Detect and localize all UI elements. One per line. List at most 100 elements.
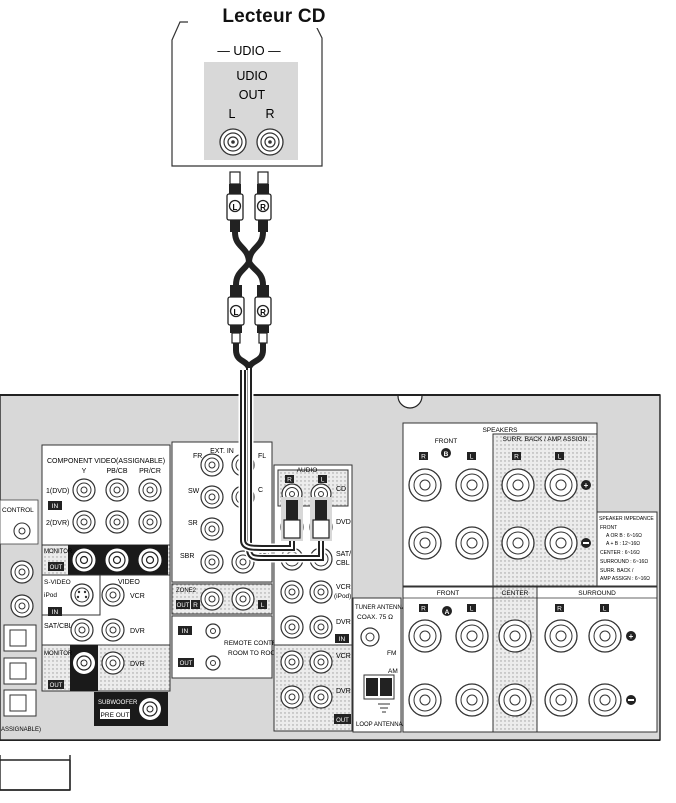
in-badge: IN bbox=[339, 636, 346, 643]
video-panel: S-VIDEO iPod VIDEO VCR IN SAT/CBL DVR MO… bbox=[41, 574, 171, 692]
plug-label: L bbox=[233, 203, 238, 212]
remote-label1: REMOTE CONTROL bbox=[224, 640, 286, 647]
out-badge: OUT bbox=[50, 683, 63, 689]
top-plug-right: R bbox=[254, 171, 272, 232]
r-badge: R bbox=[421, 606, 426, 613]
l-badge: L bbox=[470, 454, 474, 461]
zone2-panel: ZONE2 OUT R L bbox=[171, 583, 273, 615]
coax-label: COAX. 75 Ω bbox=[357, 614, 393, 621]
vcr-label: VCR bbox=[336, 584, 351, 591]
cbl-label: CBL bbox=[336, 560, 350, 567]
left-jack-label: L bbox=[229, 107, 236, 121]
video-label: VIDEO bbox=[118, 579, 140, 586]
cable-routing bbox=[238, 368, 332, 563]
out-badge: OUT bbox=[180, 661, 193, 667]
speakers-title: SPEAKERS bbox=[482, 427, 518, 434]
cd-right-jack bbox=[256, 128, 284, 156]
cd-label: CD bbox=[336, 486, 346, 493]
svg-text:+: + bbox=[629, 632, 634, 641]
c-label: C bbox=[258, 487, 263, 494]
dvd-label: DVD bbox=[336, 519, 351, 526]
s-video-label: S-VIDEO bbox=[44, 579, 71, 586]
l-badge: L bbox=[603, 606, 607, 613]
rca-cable: L R L R bbox=[226, 171, 272, 370]
col-y: Y bbox=[82, 468, 87, 475]
top-plug-left: L bbox=[226, 171, 244, 232]
surr-back-label: SURR. BACK / AMP ASSIGN bbox=[503, 436, 588, 443]
row-dvd: 1(DVD) bbox=[46, 488, 69, 495]
l-badge: L bbox=[470, 606, 474, 613]
impedance-aplusb: A + B : 12~16Ω bbox=[606, 541, 640, 547]
ipod-label: iPod bbox=[44, 592, 57, 599]
fl-label: FL bbox=[258, 453, 266, 460]
dvr2-label: DVR bbox=[130, 661, 145, 668]
speaker-impedance-panel: SPEAKER IMPEDANCE FRONT A OR B : 6~16Ω A… bbox=[596, 511, 658, 587]
front-b-label: FRONT bbox=[435, 438, 457, 445]
cd-section-label: — UDIO — bbox=[217, 44, 281, 58]
right-jack-label: R bbox=[265, 107, 274, 121]
component-video-panel: COMPONENT VIDEO(ASSIGNABLE) Y PB/CB PR/C… bbox=[41, 444, 171, 576]
control-label: CONTROL bbox=[2, 507, 34, 514]
remote-label2: ROOM TO ROOM bbox=[228, 650, 281, 657]
sr-label: SR bbox=[188, 520, 198, 527]
speakers-panel: SPEAKERS FRONT SURR. BACK / AMP ASSIGN B… bbox=[402, 422, 598, 587]
in-badge: IN bbox=[182, 628, 189, 635]
audio-l-badge: L bbox=[321, 477, 325, 484]
mid-plug-right: R bbox=[254, 285, 272, 344]
out-badge: OUT bbox=[50, 565, 63, 571]
out-badge: OUT bbox=[336, 718, 349, 724]
impedance-aorb: A OR B : 6~16Ω bbox=[606, 533, 642, 539]
plug-label: L bbox=[234, 308, 239, 317]
sat-cbl-label: SAT/CBL bbox=[44, 623, 73, 630]
impedance-surround: SURROUND : 6~16Ω bbox=[600, 559, 648, 565]
row-dvr: 2(DVR) bbox=[46, 520, 69, 527]
cd-player-title: Lecteur CD bbox=[188, 6, 360, 28]
left-edge: CONTROL ASSIGNABLE) bbox=[0, 499, 41, 733]
center-label: CENTER bbox=[502, 590, 529, 597]
ipod-label: (iPod) bbox=[334, 593, 351, 600]
a-badge: A bbox=[445, 609, 450, 616]
b-badge: B bbox=[444, 451, 449, 458]
tuner-label: TUNER ANTENNA bbox=[355, 605, 406, 611]
fm-label: FM bbox=[387, 650, 396, 657]
r-badge: R bbox=[557, 606, 562, 613]
component-video-title: COMPONENT VIDEO(ASSIGNABLE) bbox=[47, 458, 165, 465]
pre-out-label: PRE OUT bbox=[101, 712, 130, 719]
col-pb: PB/CB bbox=[106, 468, 127, 475]
antenna-panel: TUNER ANTENNA COAX. 75 Ω FM AM LOOP ANTE… bbox=[352, 597, 406, 733]
svg-text:+: + bbox=[584, 481, 589, 490]
vcr2-label: VCR bbox=[336, 653, 351, 660]
front-a-label: FRONT bbox=[437, 590, 459, 597]
speakers-lower-panel: FRONT CENTER SURROUND A R L R L bbox=[402, 586, 658, 733]
col-pr: PR/CR bbox=[139, 468, 161, 475]
surround-label: SURROUND bbox=[578, 590, 616, 597]
impedance-surr-back: SURR. BACK / bbox=[600, 568, 634, 574]
l-badge: L bbox=[558, 454, 562, 461]
out-badge: OUT bbox=[177, 603, 190, 609]
dvr2-label: DVR bbox=[336, 688, 351, 695]
impedance-front: FRONT bbox=[600, 525, 617, 531]
monitor-label: MONITOR bbox=[44, 651, 73, 657]
sat-label: SAT/ bbox=[336, 551, 351, 558]
r-badge: R bbox=[421, 454, 426, 461]
vcr-label: VCR bbox=[130, 593, 145, 600]
zone2-label: ZONE2 bbox=[176, 588, 197, 594]
subwoofer-label: SUBWOOFER bbox=[98, 700, 138, 706]
cd-left-jack bbox=[219, 128, 247, 156]
dvr-label: DVR bbox=[336, 619, 351, 626]
ext-in-panel: EXT. IN FR FL SW C SR SBR SBL bbox=[171, 441, 273, 583]
receiver: CONTROL ASSIGNABLE) COMPONENT VIDEO(ASSI… bbox=[0, 394, 676, 791]
audio-r-badge: R bbox=[287, 477, 292, 484]
impedance-amp-assign: AMP ASSIGN : 6~16Ω bbox=[600, 576, 650, 582]
cd-player: — UDIO — UDIO OUT L R bbox=[171, 21, 323, 167]
impedance-title: SPEAKER IMPEDANCE bbox=[599, 516, 654, 522]
in-badge: IN bbox=[52, 503, 59, 510]
sw-label: SW bbox=[188, 488, 200, 495]
monitor-label: MONITOR bbox=[44, 549, 73, 555]
am-label: AM bbox=[388, 668, 398, 675]
r-badge: R bbox=[514, 454, 519, 461]
plug-label: R bbox=[260, 308, 266, 317]
mid-plug-left: L bbox=[227, 285, 245, 344]
